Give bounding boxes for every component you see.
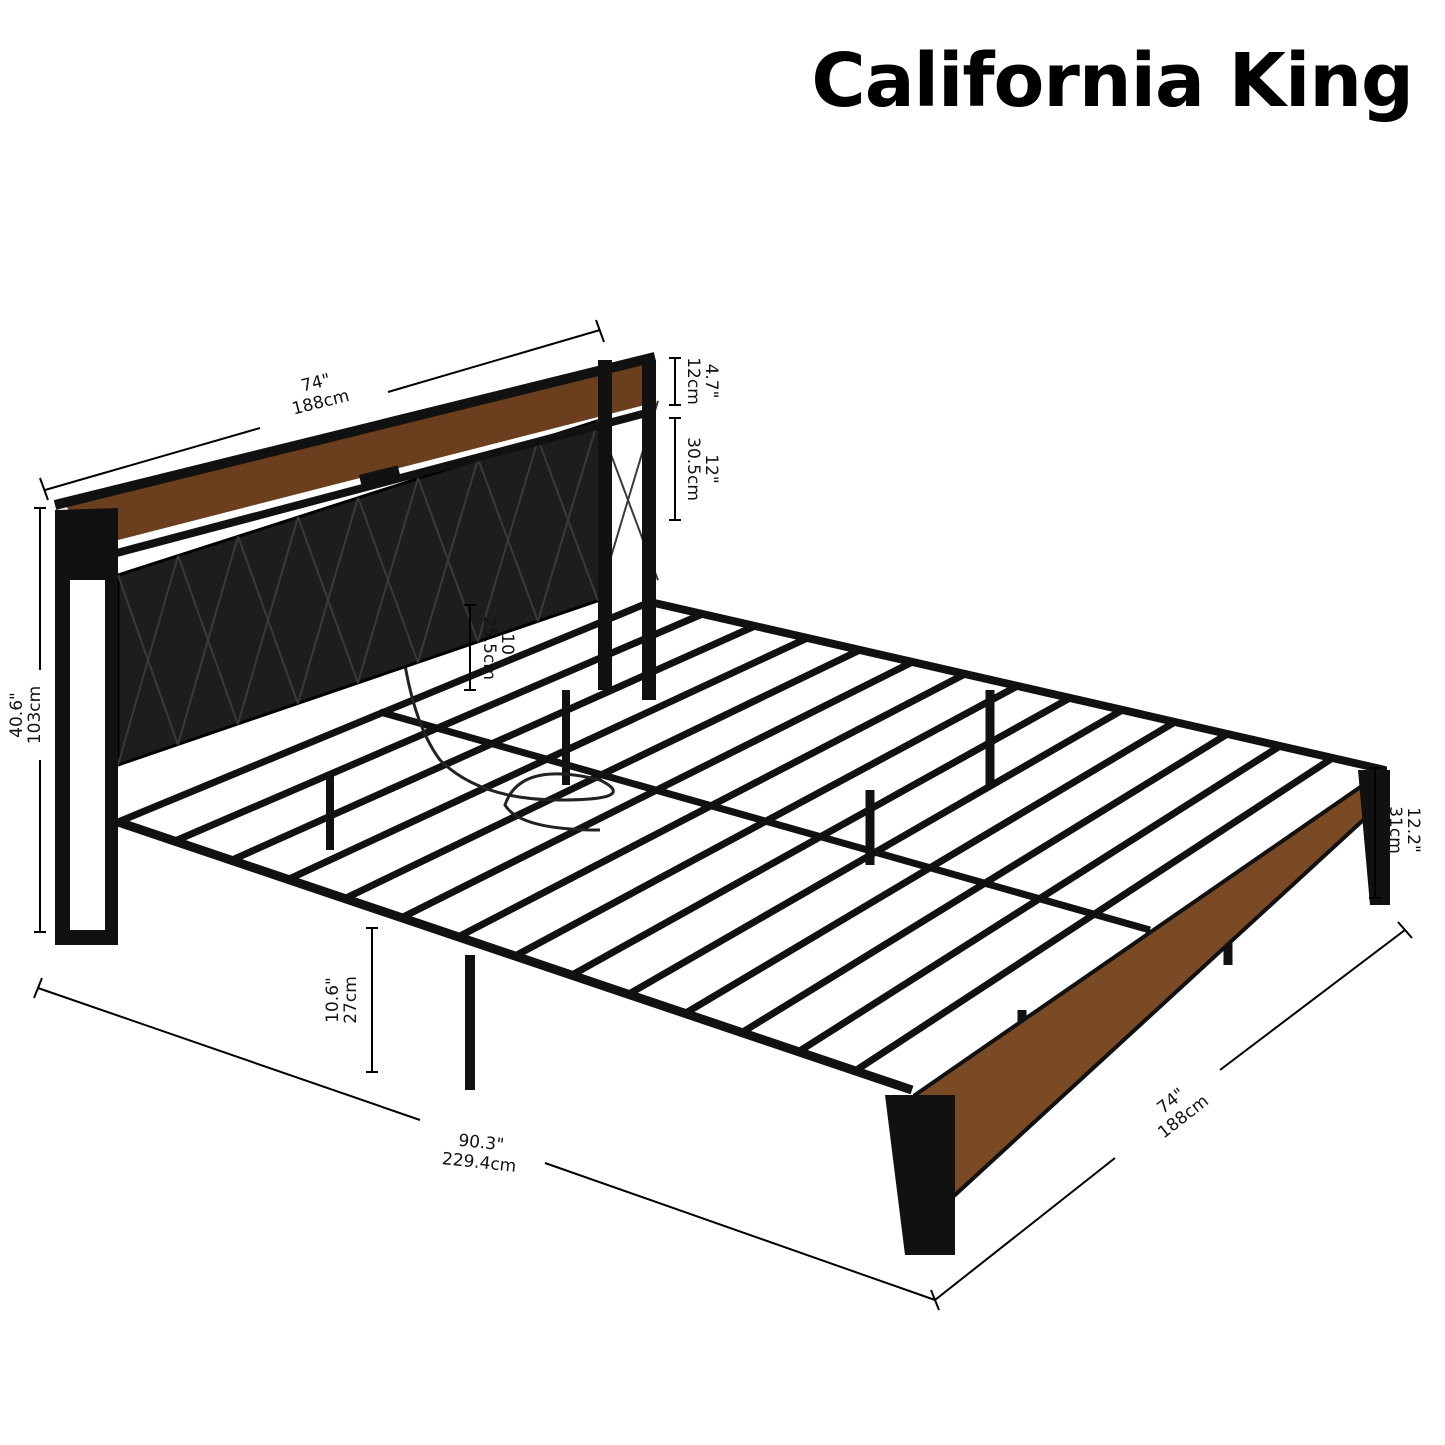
- dimension-line-length: [544, 1162, 936, 1301]
- dimension-tick: [1397, 921, 1413, 939]
- dimension-tick: [595, 319, 605, 343]
- tuft-seam: [417, 458, 479, 663]
- dimension-lines: [33, 319, 1413, 1311]
- dimension-tick: [39, 477, 49, 501]
- tuft-seam: [537, 419, 599, 622]
- dimension-line-headboard-width: [44, 427, 261, 491]
- dimension-cm: 27cm: [341, 976, 361, 1024]
- left-side-rail: [116, 817, 914, 1095]
- label-length: 90.3" 229.4cm: [441, 1131, 517, 1177]
- dimension-cm: 229.4cm: [441, 1149, 517, 1177]
- dimension-line-total-height: [34, 507, 46, 933]
- label-total-height: 40.6" 103cm: [7, 686, 45, 744]
- dimension-inches: 12": [701, 454, 721, 483]
- headboard-shelf-edge: [58, 408, 652, 572]
- tuft-seam: [237, 516, 299, 725]
- center-rail: [379, 708, 1151, 934]
- tuft-seam: [477, 439, 539, 642]
- label-panel-clearance: 10" 25.5cm: [479, 616, 517, 680]
- dimension-line-panel-clearance: [464, 604, 476, 691]
- dimension-line-shelf-height: [669, 357, 681, 406]
- label-headboard-width: 74" 188cm: [290, 370, 351, 419]
- dimension-cm: 25.5cm: [479, 616, 499, 680]
- label-under-bed-clearance: 10.6" 27cm: [323, 976, 361, 1024]
- dimension-inches: 12.2": [1403, 807, 1423, 853]
- tuft-seam: [117, 555, 179, 766]
- dimension-cm: 103cm: [25, 686, 45, 744]
- tuft-seam: [177, 536, 239, 745]
- dimension-line-foot-width: [934, 1157, 1116, 1301]
- dimension-inches: 10": [497, 633, 517, 662]
- dimension-line-foot-width: [1219, 929, 1406, 1071]
- right-side-rail: [649, 598, 1386, 774]
- label-footboard-height: 12.2" 31cm: [1385, 806, 1423, 854]
- label-shelf-height: 4.7" 12cm: [683, 357, 721, 405]
- headboard-top-rail: [53, 352, 657, 510]
- power-cord: [398, 629, 615, 832]
- dimension-cm: 12cm: [683, 357, 703, 405]
- dimension-cm: 31cm: [1385, 806, 1405, 854]
- dimension-inches: 90.3": [457, 1131, 505, 1156]
- headboard-left-post: [55, 508, 118, 945]
- dimension-line-clearance: [366, 927, 378, 1073]
- label-foot-width: 74" 188cm: [1153, 1084, 1212, 1143]
- tuft-seam: [357, 478, 419, 683]
- dimension-inches: 10.6": [323, 977, 343, 1023]
- headboard-right-post: [598, 360, 612, 690]
- dimension-cm: 30.5cm: [683, 437, 703, 501]
- label-panel-height: 12" 30.5cm: [683, 437, 721, 501]
- head-rail: [116, 598, 652, 826]
- size-title: California King: [811, 38, 1414, 124]
- dimension-line-footboard-height: [1369, 767, 1381, 899]
- dimension-line-length: [37, 987, 421, 1121]
- headboard-shelf-wood: [65, 362, 645, 575]
- headboard: [53, 352, 659, 945]
- tuft-seam: [297, 497, 359, 704]
- headboard-right-post: [642, 360, 656, 700]
- dimension-tick: [33, 977, 43, 999]
- bed-frame: [116, 598, 1386, 1120]
- tufting-pattern: [117, 400, 659, 766]
- foot-leg-left: [885, 1095, 955, 1255]
- dimension-line-headboard-width: [387, 329, 601, 393]
- dimension-inches: 4.7": [701, 364, 721, 399]
- dimension-line-panel-height: [669, 417, 681, 521]
- dimension-inches: 40.6": [7, 692, 27, 738]
